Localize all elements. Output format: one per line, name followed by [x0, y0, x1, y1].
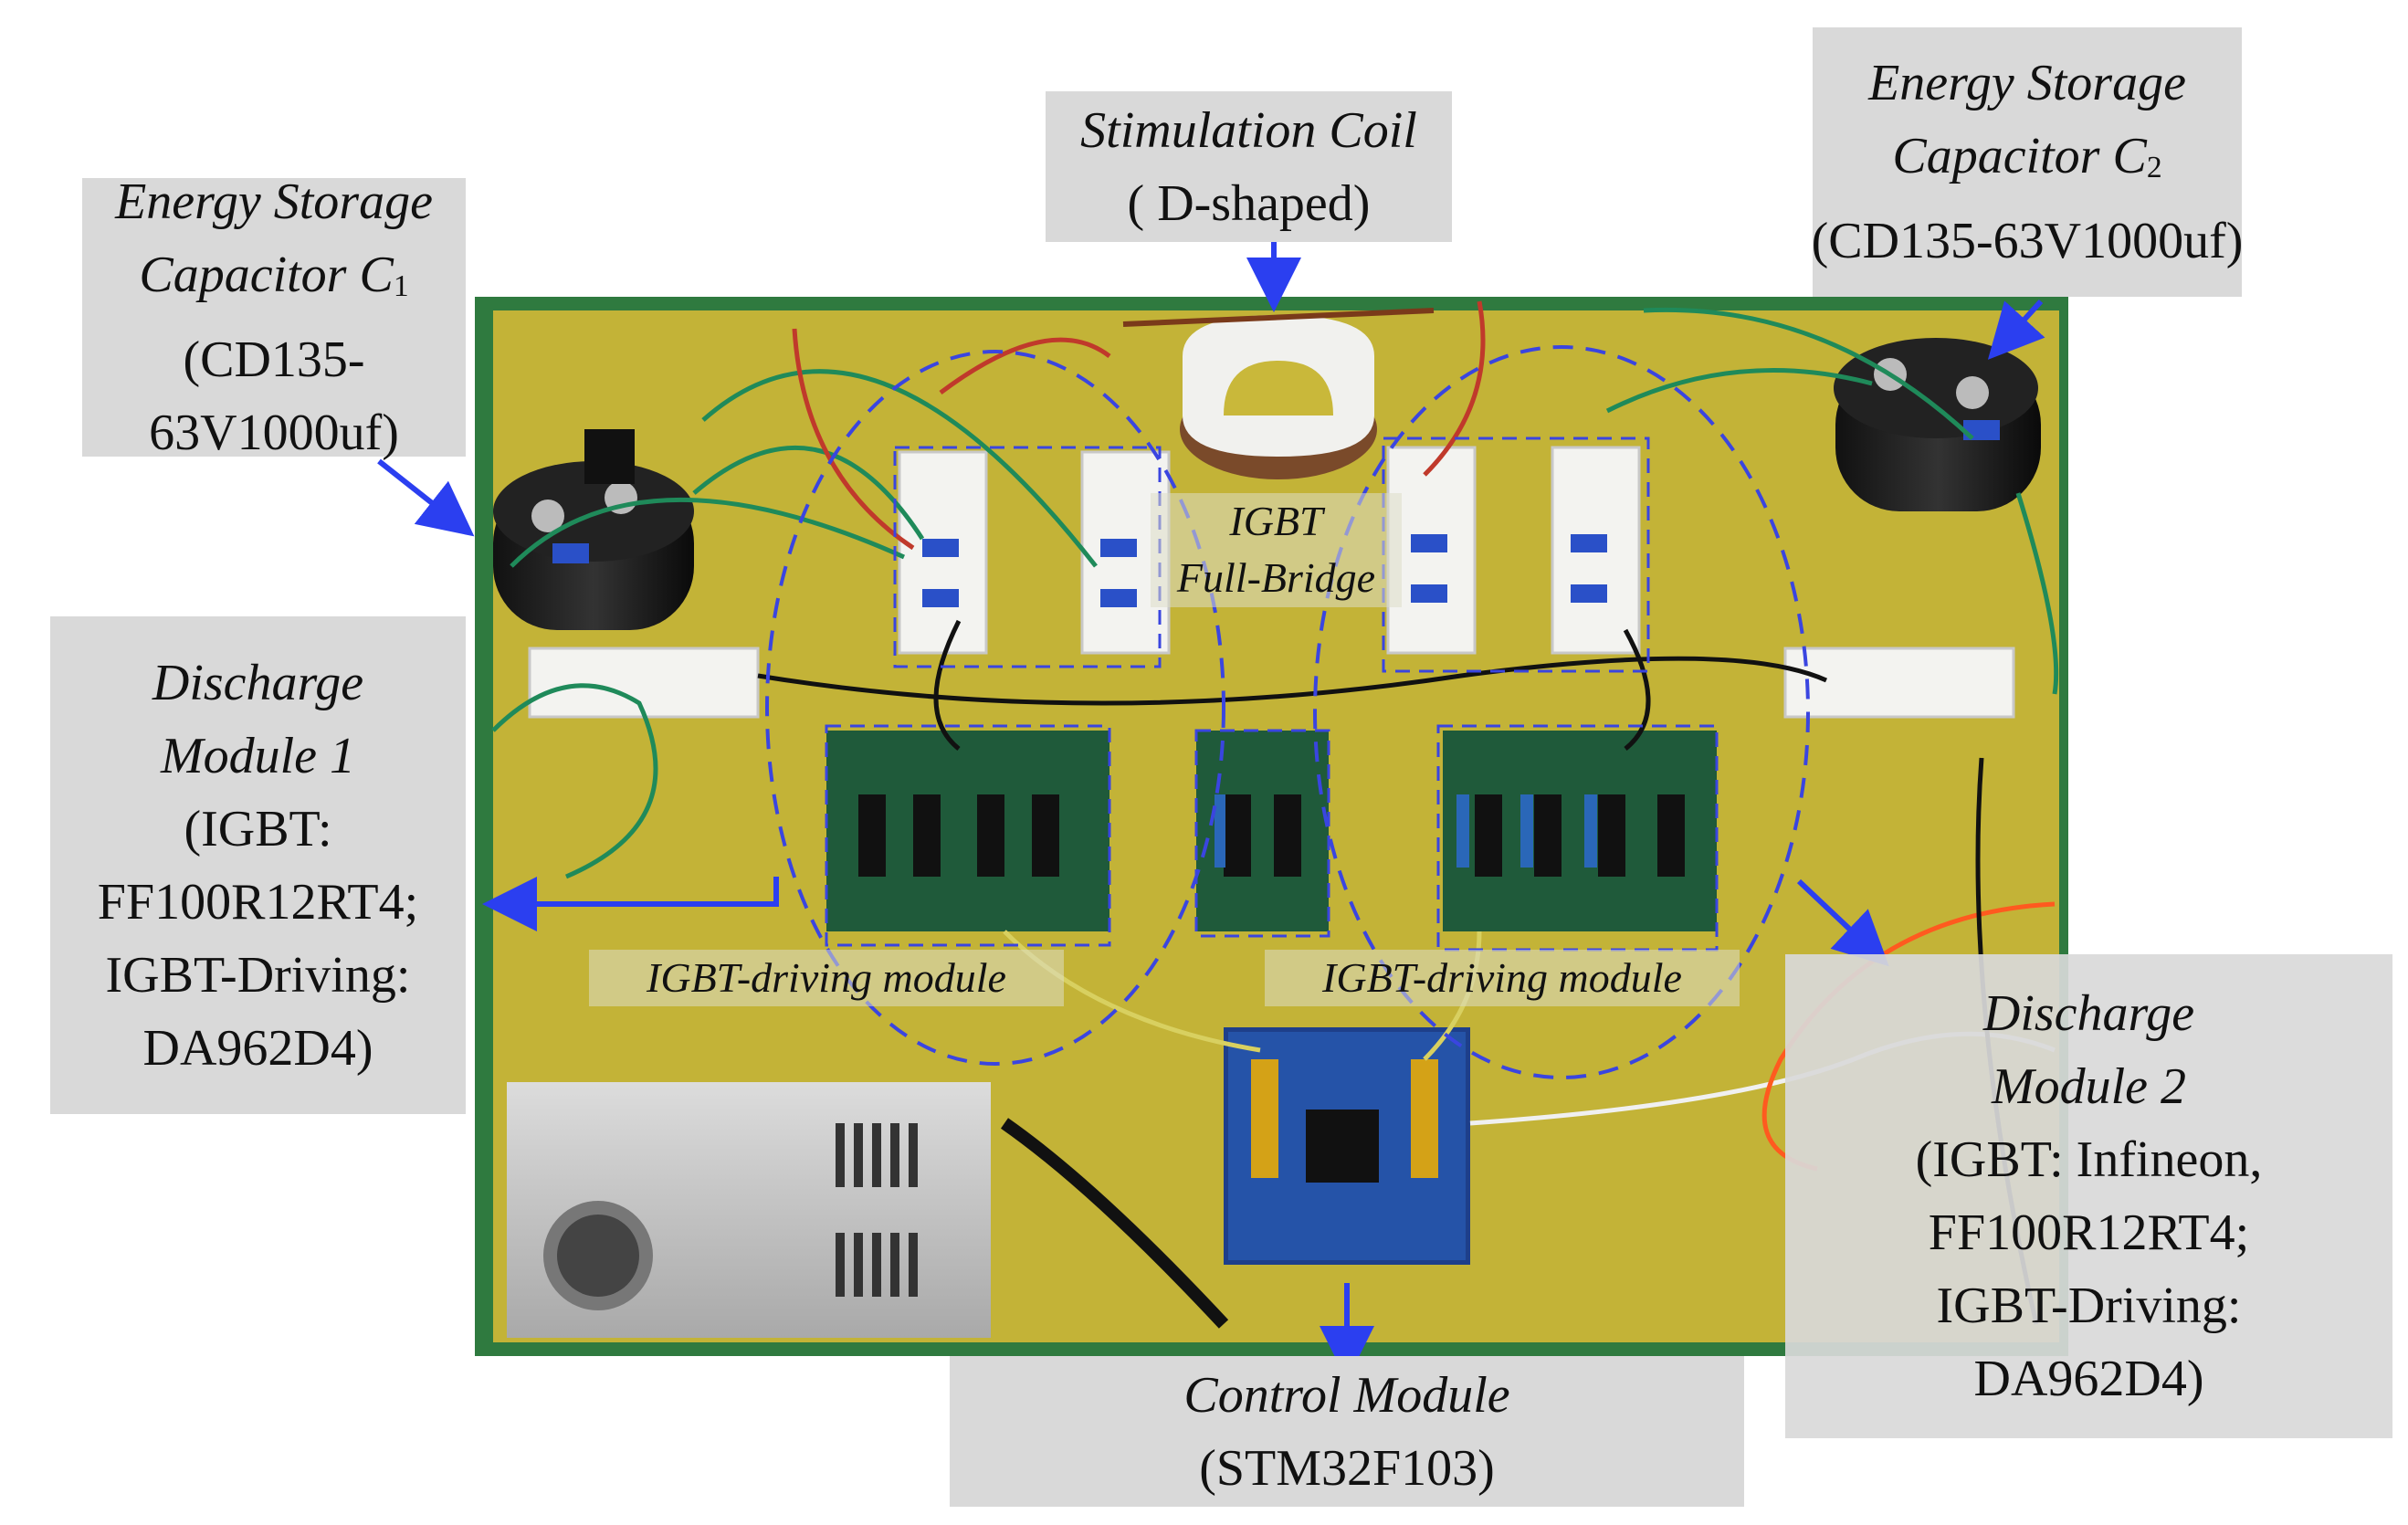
full-bridge-line1: IGBT [1229, 498, 1323, 544]
c1-title: Energy Storage [115, 173, 433, 230]
callout-discharge-module-2: Discharge Module 2 (IGBT: Infineon, FF10… [1785, 954, 2392, 1438]
full-bridge-line2: Full-Bridge [1176, 554, 1376, 601]
c2-title: Energy Storage [1868, 54, 2186, 111]
dashed-box-driver-mid [1194, 729, 1330, 938]
dashed-box-driver-left [825, 724, 1111, 947]
callout-discharge-module-1: Discharge Module 1 (IGBT: FF100R12RT4; I… [50, 616, 466, 1114]
d2-igbt-model: FF100R12RT4; [1928, 1204, 2250, 1261]
d1-driving-model: DA962D4) [142, 1019, 373, 1077]
capacitor-c1 [493, 429, 694, 630]
label-igbt-full-bridge: IGBT Full-Bridge [1151, 493, 1402, 607]
arrow-c2 [1987, 299, 2045, 360]
capacitor-c2 [1834, 338, 2041, 511]
arrow-c1 [377, 458, 475, 537]
label-driving-module-left: IGBT-driving module [589, 950, 1064, 1006]
dashed-region-right [1313, 345, 1810, 1079]
c1-model-a: (CD135- [183, 331, 365, 389]
d1-driving: IGBT-Driving: [105, 946, 411, 1004]
c1-subtitle: Capacitor C1 [139, 246, 409, 304]
d2-driving: IGBT-Driving: [1936, 1278, 2242, 1334]
d2-driving-model: DA962D4) [1973, 1351, 2204, 1407]
d2-title: Discharge [1982, 985, 2195, 1042]
arrow-discharge1 [482, 877, 779, 931]
callout-capacitor-c2: Energy Storage Capacitor C2 (CD135-63V10… [1811, 27, 2244, 297]
d1-subtitle: Module 1 [160, 727, 356, 784]
callout-stimulation-coil: Stimulation Coil ( D-shaped) [1046, 91, 1452, 242]
d2-subtitle: Module 2 [1991, 1058, 2187, 1115]
c1-model-b: 63V1000uf) [149, 405, 399, 462]
power-supply [507, 1082, 991, 1338]
driving-right-text: IGBT-driving module [1322, 954, 1682, 1001]
label-driving-module-right: IGBT-driving module [1265, 950, 1740, 1006]
driving-left-text: IGBT-driving module [647, 954, 1006, 1001]
d1-title: Discharge [152, 654, 364, 711]
c2-model: (CD135-63V1000uf) [1811, 213, 2244, 270]
arrow-discharge2 [1796, 878, 1889, 967]
c2-subtitle: Capacitor C2 [1892, 127, 2162, 185]
control-model: (STM32F103) [1199, 1439, 1495, 1497]
d2-igbt: (IGBT: Infineon, [1915, 1131, 2263, 1188]
stimulation-coil [1122, 308, 1435, 479]
driving-boards [826, 731, 1717, 931]
d1-igbt-model: FF100R12RT4; [97, 873, 419, 931]
control-board [1224, 1027, 1470, 1265]
coil-title: Stimulation Coil [1080, 101, 1417, 159]
dashed-box-bridge-left [893, 446, 1162, 668]
callout-control-module: Control Module (STM32F103) [950, 1356, 1744, 1507]
control-title: Control Module [1183, 1366, 1510, 1424]
dashed-region-left [765, 350, 1225, 1066]
coil-shape: ( D-shaped) [1127, 174, 1371, 232]
d1-igbt: (IGBT: [184, 800, 332, 857]
callout-capacitor-c1: Energy Storage Capacitor C1 (CD135- 63V1… [82, 174, 466, 461]
